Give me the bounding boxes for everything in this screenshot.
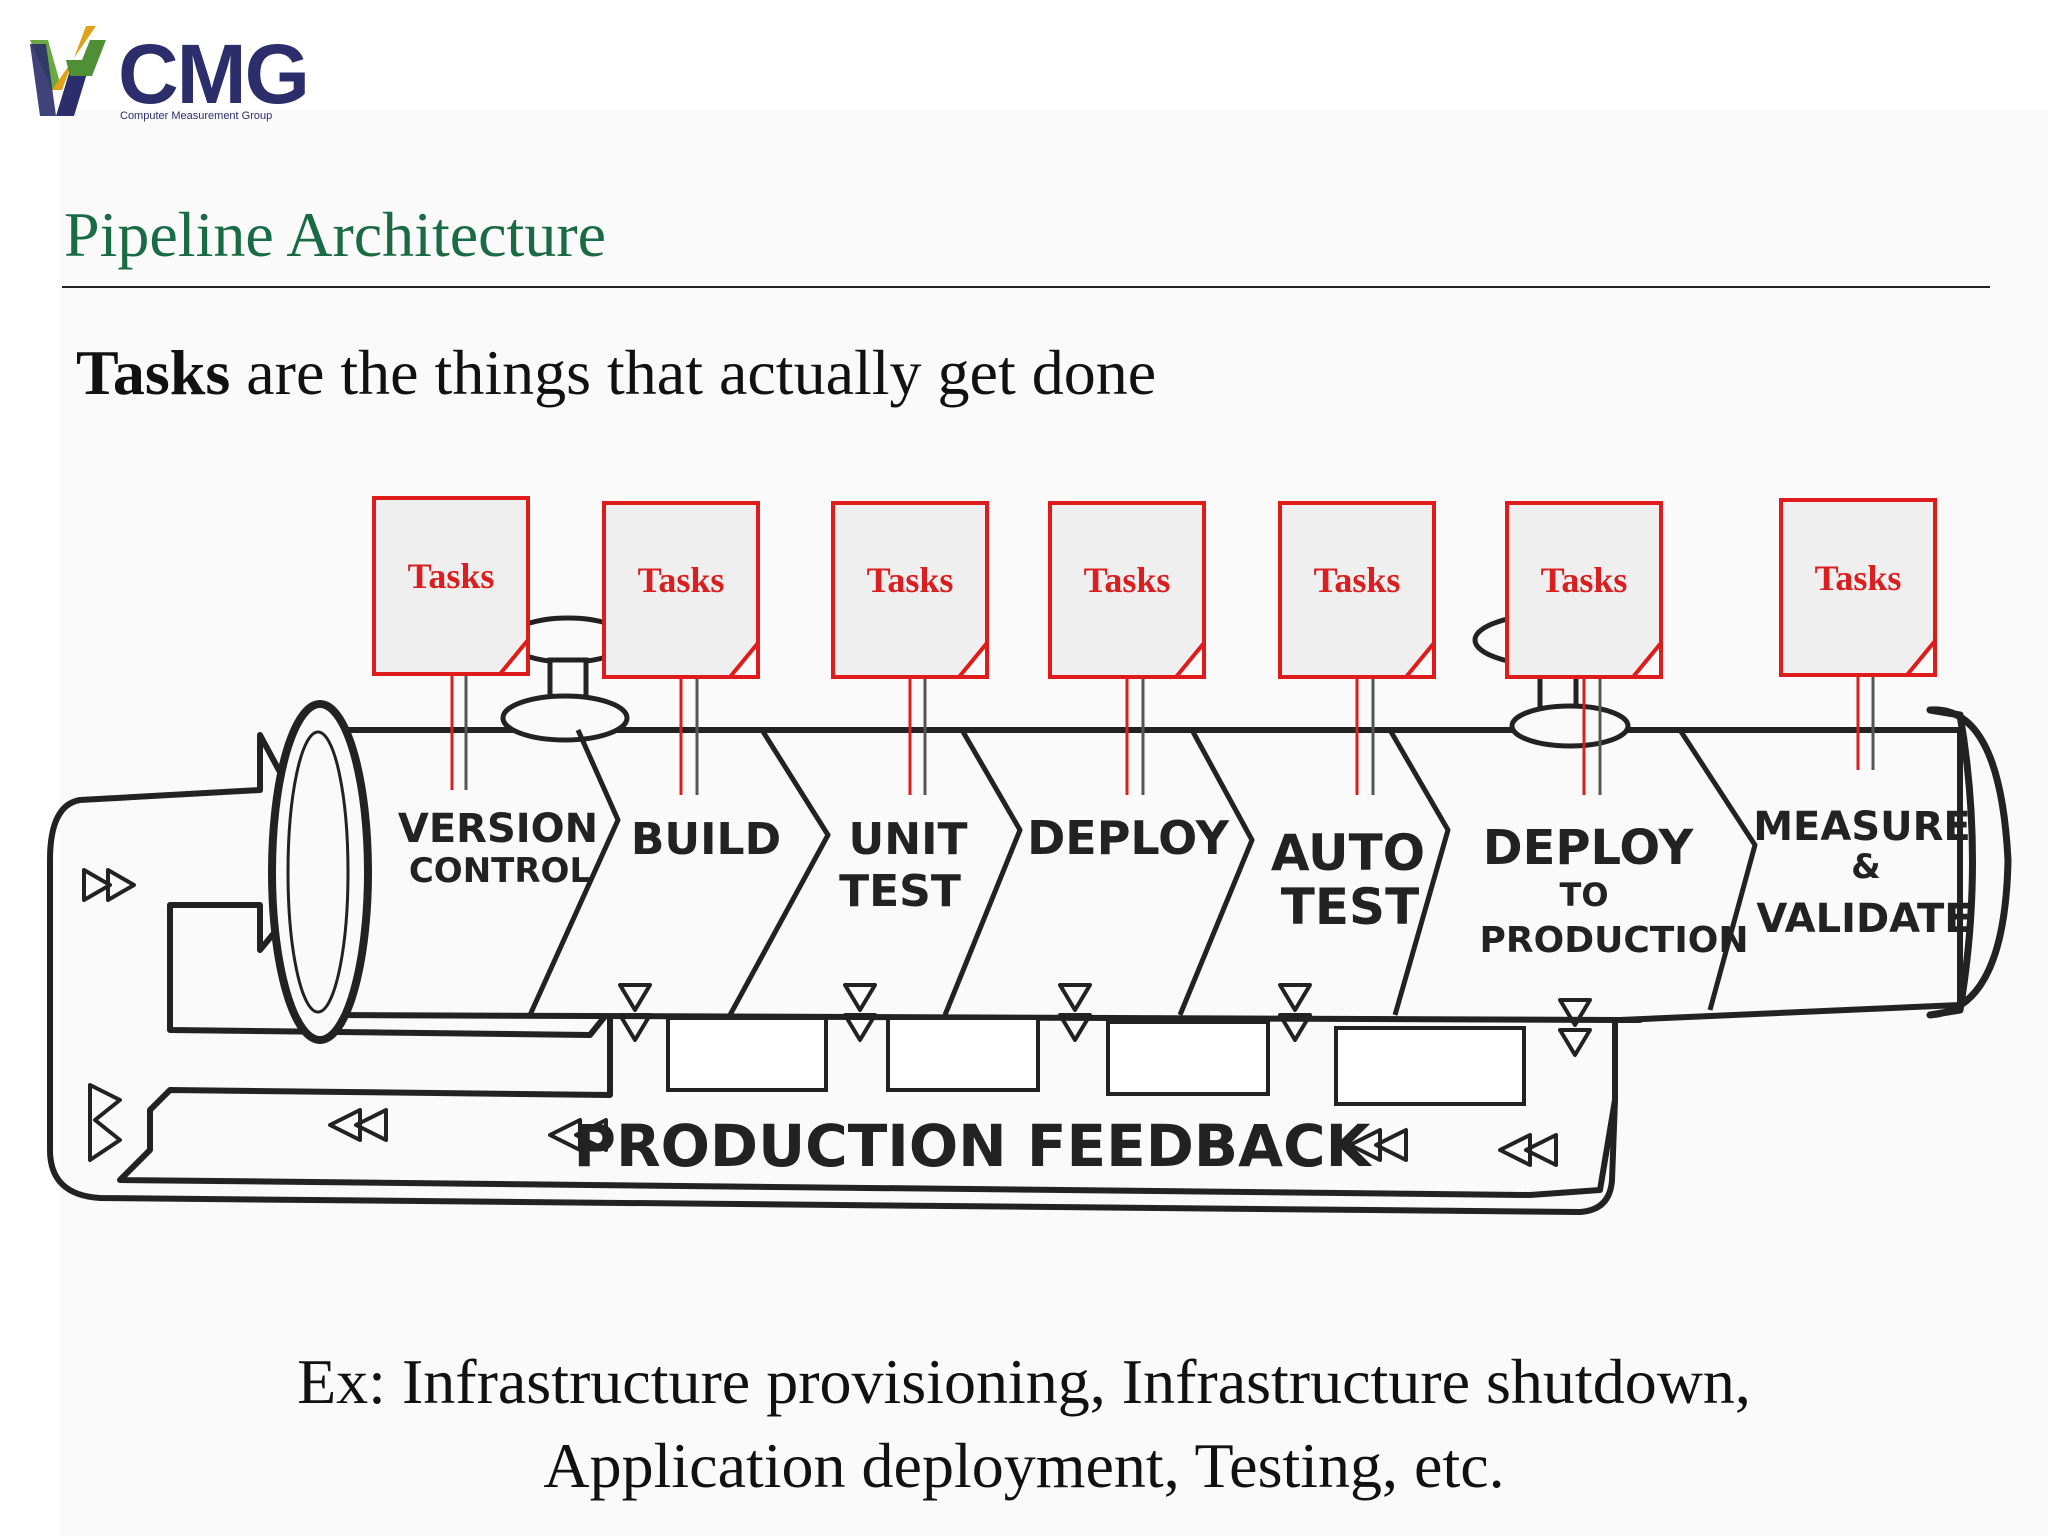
cmg-logo: CMG Computer Measurement Group bbox=[26, 20, 326, 130]
feedback-loop-outer bbox=[47, 787, 1618, 1215]
stage-1-line-2: CONTROL bbox=[409, 851, 591, 891]
slide-title: Pipeline Architecture bbox=[64, 199, 607, 270]
sketch-arrows bbox=[82, 868, 1592, 1167]
stage-7-line-3: VALIDATE bbox=[1756, 896, 1971, 942]
stage-4-line-1: DEPLOY bbox=[1027, 811, 1229, 865]
footer-examples: Ex: Infrastructure provisioning, Infrast… bbox=[0, 1340, 2048, 1508]
logo-tagline: Computer Measurement Group bbox=[120, 110, 273, 122]
stage-6-line-1: DEPLOY bbox=[1483, 820, 1695, 876]
task-label-2: Tasks bbox=[638, 560, 725, 600]
task-box-5: Tasks bbox=[1278, 501, 1436, 679]
subtitle-rest: are the things that actually get done bbox=[230, 337, 1157, 408]
task-box-1: Tasks bbox=[372, 496, 530, 676]
pipe-left-rim bbox=[268, 700, 372, 1044]
feedback-boxes bbox=[666, 1016, 1526, 1106]
valve-left bbox=[500, 615, 631, 743]
subtitle-bold: Tasks bbox=[76, 337, 231, 408]
task-label-4: Tasks bbox=[1084, 560, 1171, 600]
stage-5-line-2: TEST bbox=[1281, 878, 1419, 936]
task-box-3: Tasks bbox=[831, 501, 989, 679]
task-box-2: Tasks bbox=[602, 501, 760, 679]
stage-separators bbox=[527, 728, 1758, 1017]
logo-name: CMG bbox=[118, 27, 310, 121]
pipe-right-cap bbox=[1926, 706, 2012, 1019]
footer-line-2: Application deployment, Testing, etc. bbox=[543, 1430, 1505, 1501]
task-label-7: Tasks bbox=[1815, 558, 1902, 598]
feedback-loop-outline bbox=[117, 732, 1643, 1198]
stage-7-line-1: MEASURE bbox=[1753, 804, 1971, 850]
stage-7-line-2: & bbox=[1851, 847, 1881, 887]
stage-6-line-2: TO bbox=[1559, 876, 1608, 914]
stage-3-line-1: UNIT bbox=[849, 814, 968, 865]
task-box-6: Tasks bbox=[1505, 501, 1663, 679]
task-label-1: Tasks bbox=[408, 556, 495, 596]
slide-subtitle: Tasks are the things that actually get d… bbox=[76, 336, 1156, 410]
task-label-5: Tasks bbox=[1314, 560, 1401, 600]
stage-6-line-3: PRODUCTION bbox=[1480, 920, 1749, 961]
task-box-7: Tasks bbox=[1779, 498, 1937, 677]
task-label-6: Tasks bbox=[1541, 560, 1628, 600]
stage-5-line-1: AUTO bbox=[1271, 824, 1425, 882]
pipe-left-rim-inner bbox=[286, 730, 350, 1014]
task-label-3: Tasks bbox=[867, 560, 954, 600]
feedback-label: PRODUCTION FEEDBACK bbox=[573, 1112, 1372, 1180]
footer-line-1: Ex: Infrastructure provisioning, Infrast… bbox=[297, 1346, 1751, 1417]
task-connectors bbox=[450, 674, 1875, 795]
stage-3-line-2: TEST bbox=[839, 866, 961, 917]
stage-1-line-1: VERSION bbox=[398, 806, 598, 852]
title-divider bbox=[62, 286, 1990, 288]
stage-2-line-1: BUILD bbox=[631, 814, 781, 865]
task-box-4: Tasks bbox=[1048, 501, 1206, 679]
logo-mark-icon bbox=[30, 26, 106, 116]
